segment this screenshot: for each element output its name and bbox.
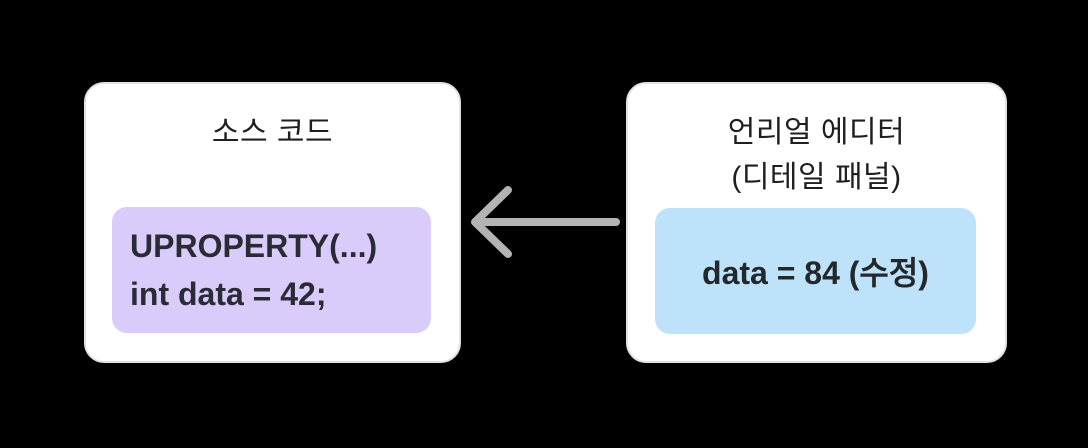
source-code-card: 소스 코드 UPROPERTY(...) int data = 42; — [84, 82, 461, 363]
code-line-uproperty: UPROPERTY(...) — [130, 228, 378, 264]
detail-panel-value-text: data = 84 (수정) — [702, 255, 929, 291]
code-block: UPROPERTY(...) int data = 42; — [112, 207, 431, 333]
unreal-editor-title-line2: (디테일 패널) — [731, 161, 902, 194]
arrow-left-icon — [462, 180, 622, 265]
code-line-int-data: int data = 42; — [130, 276, 327, 312]
detail-panel-value-block: data = 84 (수정) — [655, 208, 976, 334]
unreal-editor-title-line1: 언리얼 에디터 — [727, 116, 906, 149]
unreal-editor-card: 언리얼 에디터 (디테일 패널) data = 84 (수정) — [626, 82, 1007, 363]
unreal-editor-card-title: 언리얼 에디터 (디테일 패널) — [628, 110, 1005, 200]
source-code-card-title: 소스 코드 — [211, 116, 334, 149]
